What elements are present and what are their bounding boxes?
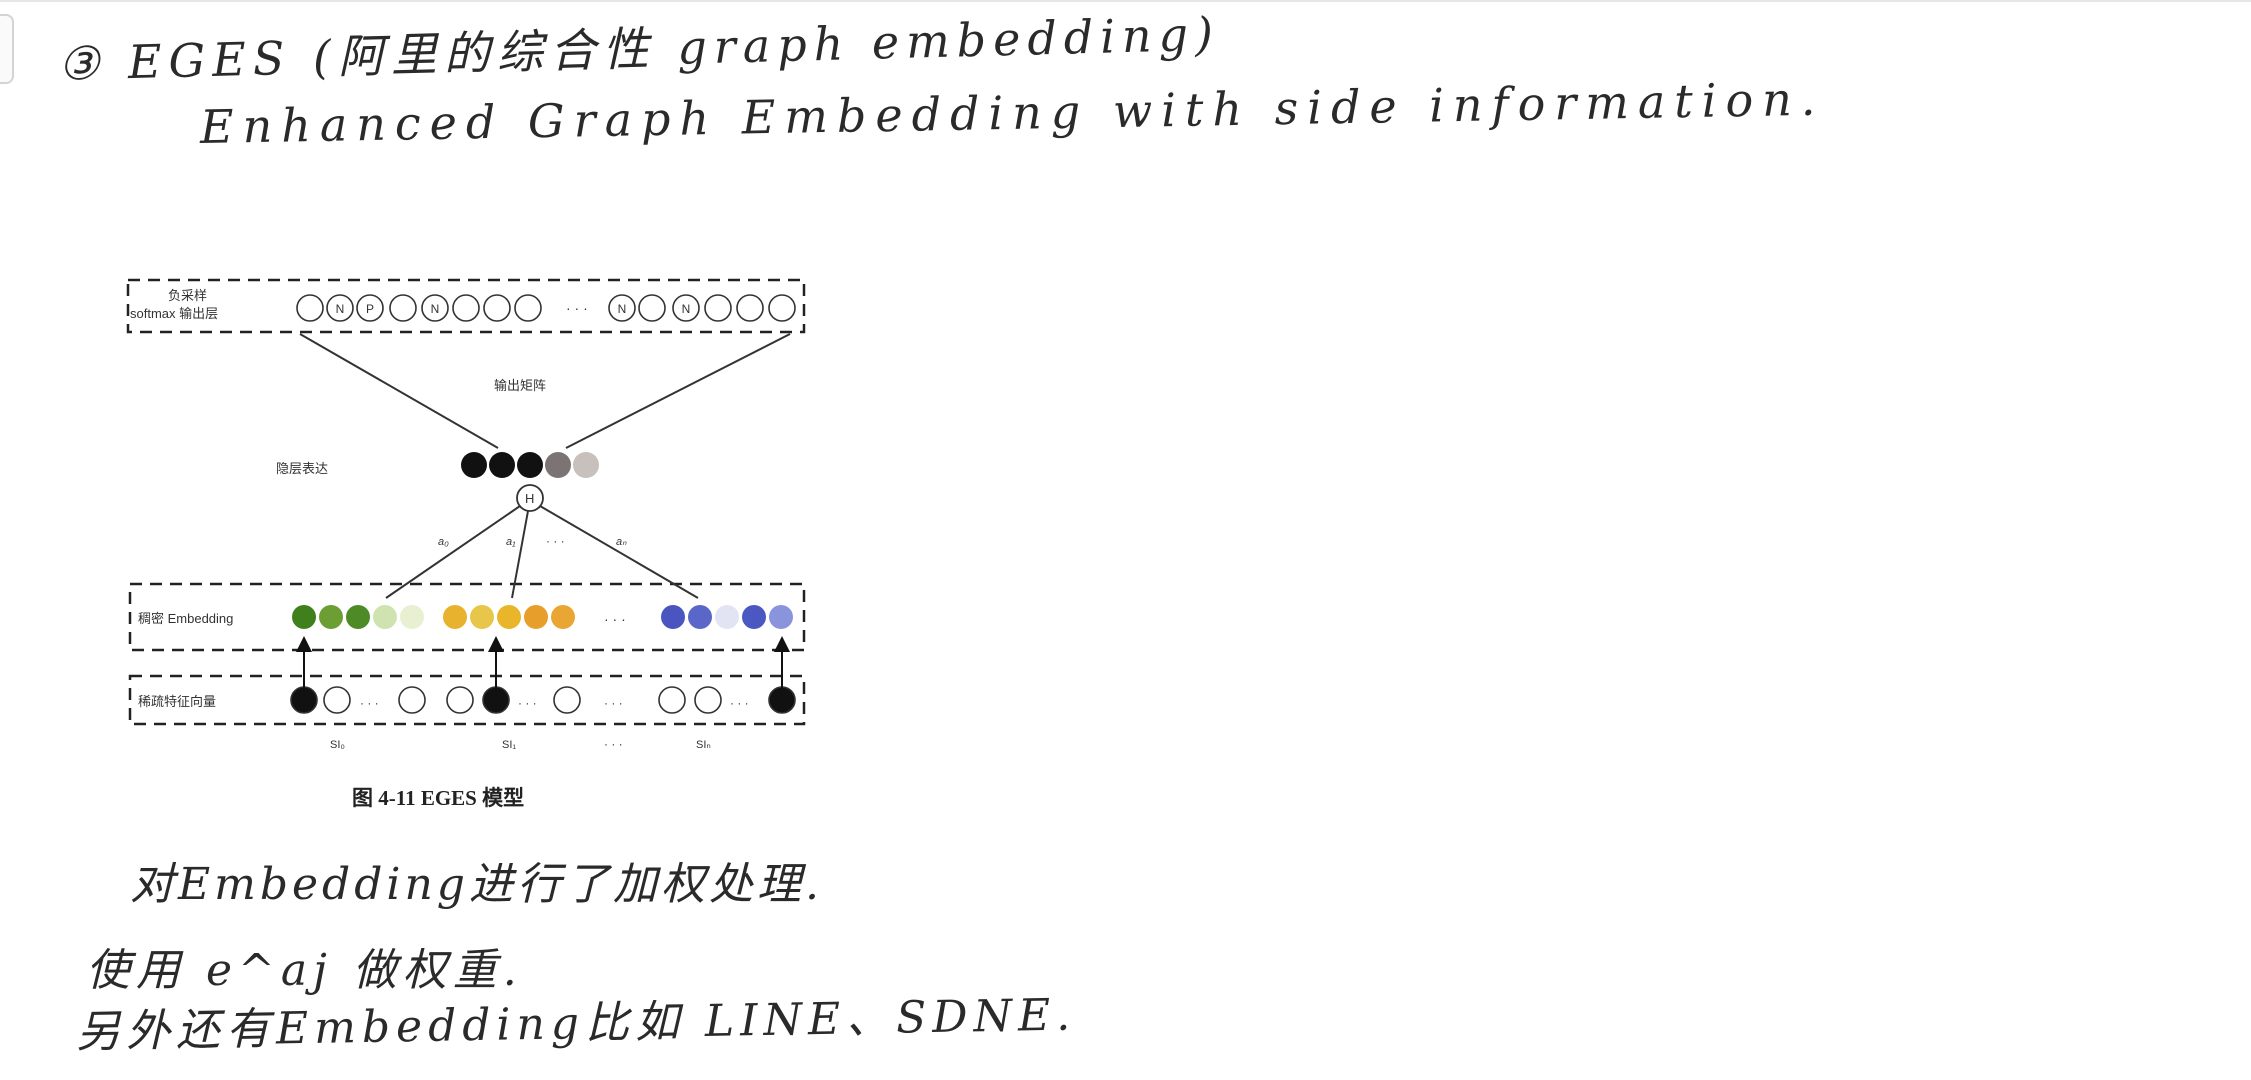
figure-caption: 图 4-11 EGES 模型	[352, 786, 524, 810]
sparse-node	[323, 686, 351, 714]
output-node	[296, 294, 324, 322]
sparse-feature-nodes	[290, 686, 796, 714]
hidden-layer-label: 隐层表达	[276, 461, 328, 476]
dense-node-blue	[742, 605, 766, 629]
dense-embedding-label: 稠密 Embedding	[138, 611, 233, 626]
output-node	[452, 294, 480, 322]
alpha-ellipsis: · · ·	[546, 534, 565, 548]
dense-node-yellow	[497, 605, 521, 629]
hidden-node	[489, 452, 515, 478]
dense-node-yellow	[551, 605, 575, 629]
output-node	[768, 294, 796, 322]
dense-node-blue	[769, 605, 793, 629]
output-node-label: N	[682, 302, 691, 316]
dense-node-blue	[661, 605, 685, 629]
dense-node-blue	[688, 605, 712, 629]
sparse-node	[398, 686, 426, 714]
si-ellipsis: · · ·	[604, 737, 623, 751]
dense-node-yellow	[470, 605, 494, 629]
output-matrix-label: 输出矩阵	[494, 378, 546, 393]
sparse-feature-box	[128, 674, 806, 726]
output-node	[421, 294, 449, 322]
sparse-node	[768, 686, 796, 714]
sparse-node	[658, 686, 686, 714]
dense-node-blue	[715, 605, 739, 629]
hidden-layer-nodes	[461, 452, 599, 478]
note-line-weights: 使用 e^aj 做权重.	[86, 945, 523, 996]
output-node-label: N	[618, 302, 627, 316]
output-node	[638, 294, 666, 322]
dense-ellipsis: · · ·	[604, 611, 626, 627]
attention-line-1	[511, 510, 529, 599]
output-node-label: N	[431, 302, 440, 316]
dense-node-yellow	[524, 605, 548, 629]
hidden-node	[573, 452, 599, 478]
sidebar-toggle-tab[interactable]	[0, 14, 14, 84]
alpha-label-0: a₀	[438, 536, 449, 548]
hidden-node	[461, 452, 487, 478]
note-line-weighting: 对Embedding进行了加权处理.	[130, 859, 823, 910]
softmax-label-line1: 负采样	[168, 288, 207, 303]
sparse-node	[290, 686, 318, 714]
output-node	[608, 294, 636, 322]
output-node	[326, 294, 354, 322]
dense-node-yellow	[443, 605, 467, 629]
output-node	[514, 294, 542, 322]
dense-embedding-box	[128, 582, 806, 652]
alpha-label-n: aₙ	[616, 536, 627, 548]
softmax-label-line2: softmax 输出层	[130, 306, 218, 321]
si-label-0: SI₀	[330, 739, 345, 751]
output-node	[736, 294, 764, 322]
output-connection-left	[299, 333, 499, 449]
si-label-1: SI₁	[502, 739, 516, 751]
attention-line-n	[539, 505, 699, 599]
alpha-label-1: a₁	[506, 536, 516, 548]
dense-node-green	[292, 605, 316, 629]
dense-node-green	[346, 605, 370, 629]
output-ellipsis: · · ·	[566, 300, 588, 316]
si-label-n: SIₙ	[696, 739, 711, 751]
attention-line-0	[385, 505, 521, 599]
sparse-ellipsis-4: · · ·	[730, 696, 749, 710]
output-node	[672, 294, 700, 322]
dense-node-green	[400, 605, 424, 629]
hidden-node	[517, 452, 543, 478]
sparse-node	[482, 686, 510, 714]
sparse-feature-label: 稀疏特征向量	[138, 694, 216, 709]
sparse-ellipsis-2: · · ·	[518, 696, 537, 710]
output-node	[704, 294, 732, 322]
sparse-ellipsis-1: · · ·	[360, 696, 379, 710]
hidden-node	[545, 452, 571, 478]
h-node-label: H	[525, 491, 534, 506]
sparse-ellipsis-3: · · ·	[604, 696, 623, 710]
h-aggregation-node	[516, 484, 544, 512]
window-top-border	[0, 0, 2251, 2]
output-node-label: N	[336, 302, 345, 316]
dense-node-green	[319, 605, 343, 629]
dense-node-green	[373, 605, 397, 629]
output-node	[389, 294, 417, 322]
output-node	[483, 294, 511, 322]
sparse-node	[553, 686, 581, 714]
output-node	[356, 294, 384, 322]
softmax-layer-box	[126, 278, 806, 334]
sparse-node	[446, 686, 474, 714]
dense-embedding-nodes	[292, 605, 793, 629]
output-node-label: P	[366, 302, 374, 316]
output-connection-right	[565, 333, 791, 449]
sparse-node	[694, 686, 722, 714]
